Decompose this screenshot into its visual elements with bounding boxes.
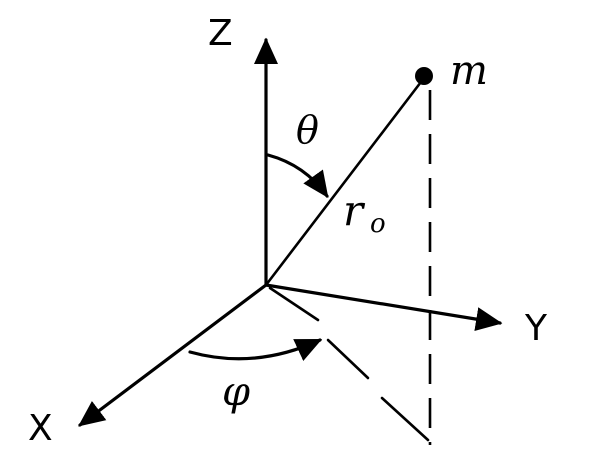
theta-arc xyxy=(266,153,329,198)
xy-projection-segment-2 xyxy=(326,338,370,380)
radius-subscript-label: o xyxy=(370,209,386,239)
x-axis-line xyxy=(78,283,268,427)
radius-label: r xyxy=(343,186,366,235)
z-axis-label: Z xyxy=(208,13,233,54)
phi-arc xyxy=(188,338,323,361)
theta-label: θ xyxy=(296,108,319,152)
radius-vector-line xyxy=(264,76,426,287)
xy-projection-segment-3 xyxy=(380,396,430,442)
y-axis-line xyxy=(264,283,503,331)
phi-label: φ xyxy=(222,369,250,415)
y-axis-label: Y xyxy=(524,308,548,349)
xy-projection-segment-1 xyxy=(268,286,320,322)
mass-point xyxy=(415,67,433,85)
mass-label: m xyxy=(450,48,488,94)
x-axis-label: X xyxy=(28,408,53,449)
